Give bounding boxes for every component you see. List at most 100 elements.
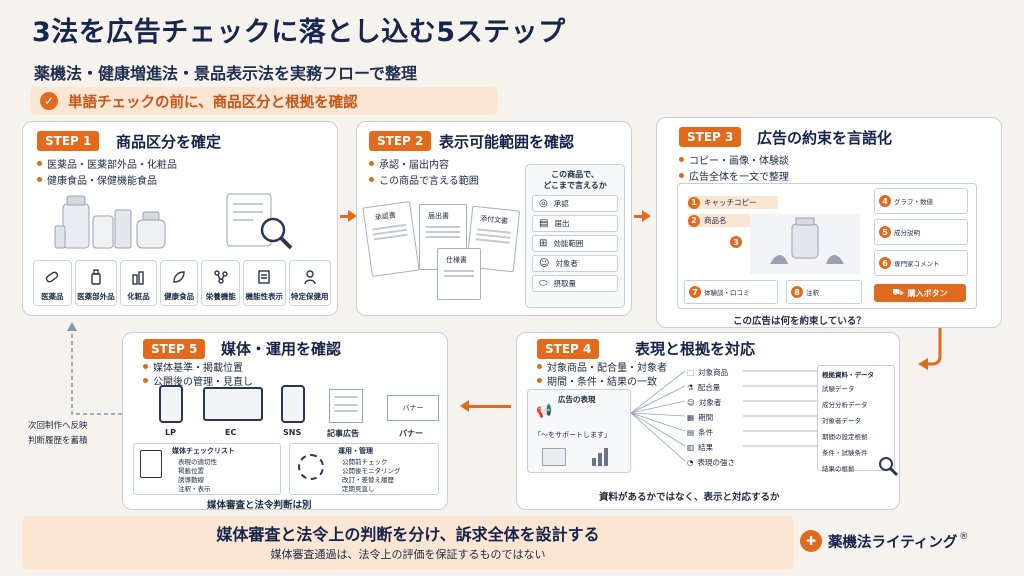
step-title: 表現と根拠を対応 — [635, 340, 756, 358]
media-label: バナー — [399, 429, 423, 438]
footer-sub: 媒体審査通過は、法令上の評価を保証するものではない — [270, 548, 546, 561]
side-note: 判断履歴を蓄積 — [28, 436, 88, 446]
step-badge: STEP 5 — [143, 339, 206, 359]
flow-arrow — [340, 210, 357, 222]
step-caption: 媒体審査と法令判断は別 — [207, 500, 312, 510]
bullet: 承認・届出内容 — [369, 156, 449, 171]
category-foshu: 特定保健用 — [288, 260, 332, 306]
scope-box: この商品で、 どこまで言えるか ◎承認 ▤届出 ⊞効能範囲 ☺対象者 ⬭摂取量 — [525, 164, 625, 308]
step-badge: STEP 3 — [679, 127, 742, 147]
leaf-icon — [173, 271, 185, 283]
clipboard-icon — [140, 450, 162, 478]
category-functional: 機能性表示 — [243, 260, 286, 306]
megaphone-icon: 📢 — [536, 404, 553, 419]
media-sns — [281, 385, 305, 423]
capsule-icon — [46, 271, 59, 283]
step-title: 媒体・運用を確認 — [221, 340, 342, 358]
cart-icon: ⛟ — [892, 287, 904, 298]
step-title: 広告の約束を言語化 — [757, 129, 893, 147]
buy-button[interactable]: ⛟購入ボタン — [874, 284, 966, 302]
media-label: SNS — [283, 428, 302, 437]
checklist-box: 媒体チェックリスト 表現の適切性 掲載位置 誘導動線 注釈・表示 — [133, 443, 281, 495]
media-ec — [203, 387, 263, 421]
products-illustration — [54, 195, 166, 249]
step3-card: STEP 3 広告の約束を言語化 コピー・画像・体験談 広告全体を一文で整理 1… — [656, 117, 1002, 328]
step2-card: STEP 2 表示可能範囲を確認 承認・届出内容 この商品で言える範囲 承認書 … — [356, 121, 632, 316]
doc-icon — [258, 270, 270, 284]
footer-banner — [22, 516, 794, 570]
category-cosmetics: 化粧品 — [120, 260, 157, 306]
person-icon: ☺ — [539, 258, 550, 269]
brand-logo: ✚ 薬機法ライティング ® — [800, 530, 968, 552]
page-title: 3法を広告チェックに落とし込む5ステップ — [32, 17, 566, 48]
cycle-icon — [298, 454, 324, 480]
footer-main: 媒体審査と法令上の判断を分け、訴求全体を設計する — [216, 525, 600, 544]
step1-card: STEP 1 商品区分を確定 医薬品・医薬部外品・化粧品 健康食品・保健機能食品… — [22, 121, 338, 316]
media-label: 記事広告 — [327, 429, 359, 438]
step-badge: STEP 2 — [369, 131, 432, 151]
media-banner: バナー — [387, 395, 439, 421]
category-pharma: 医薬品 — [33, 260, 72, 306]
document: 仕様書 — [437, 248, 481, 300]
category-health-food: 健康食品 — [159, 260, 199, 306]
flow-arrow-left — [460, 400, 511, 412]
flow-arrow — [634, 210, 651, 222]
doc-icon: ▤ — [539, 218, 549, 229]
step5-card: STEP 5 媒体・運用を確認 媒体基準・掲載位置 公開後の管理・見直し LP … — [122, 332, 448, 510]
ops-box: 運用・管理 公開前チェック 公開後モニタリング 改訂・差替え履歴 定期見直し — [289, 443, 439, 495]
step-title: 表示可能範囲を確認 — [439, 133, 575, 151]
scope-item: ▤届出 — [532, 215, 618, 232]
step-caption: この広告は何を約束している？ — [733, 316, 866, 327]
step-title: 商品区分を確定 — [116, 133, 222, 151]
evidence-box: 根拠資料・データ 試験データ 成分分析データ 対象者データ 期間の設定根拠 条件… — [817, 365, 895, 473]
page-subtitle: 薬機法・健康増進法・景品表示法を実務フローで整理 — [34, 64, 418, 83]
scope-item: ⊞効能範囲 — [532, 235, 618, 252]
bullet: 健康食品・保健機能食品 — [37, 172, 157, 187]
plus-icon: ⊞ — [539, 238, 548, 249]
bullet: コピー・画像・体験談 — [679, 152, 789, 167]
bullet: 媒体基準・掲載位置 — [143, 359, 243, 374]
media-label: LP — [165, 428, 176, 437]
scope-item: ☺対象者 — [532, 255, 618, 272]
attribute-list: ⬚対象商品 ⚗配合量 ☺対象者 ▦期間 ▤条件 ▥結果 ◔表現の強さ — [687, 367, 736, 467]
media-label: EC — [225, 428, 237, 437]
bullet: 対象商品・配合量・対象者 — [537, 359, 667, 374]
step-badge: STEP 1 — [37, 131, 100, 151]
category-icon-row: 医薬品 医薬部外品 化粧品 健康食品 栄養機能 機能性表示 特定保健用 — [33, 260, 332, 306]
category-quasi-drug: 医薬部外品 — [74, 260, 118, 306]
step4-card: STEP 4 表現と根拠を対応 対象商品・配合量・対象者 期間・条件・結果の一致… — [516, 332, 900, 510]
bullet: 医薬品・医薬部外品・化粧品 — [37, 156, 177, 171]
cosmetic-icon — [132, 271, 145, 285]
connector-lines — [631, 370, 817, 462]
document-search-icon — [226, 193, 293, 250]
logo-mark-icon: ✚ — [800, 530, 822, 552]
check-icon: ✓ — [40, 92, 58, 110]
step-caption: 資料があるかではなく、表示と対応するか — [599, 492, 780, 503]
side-note: 次回制作へ反映 — [28, 421, 88, 431]
product-image — [750, 214, 860, 274]
scope-item: ◎承認 — [532, 195, 618, 212]
bar-chart-icon — [592, 448, 608, 466]
scope-item: ⬭摂取量 — [532, 275, 618, 292]
check-circle-icon: ◎ — [539, 198, 548, 209]
document: 承認書 — [362, 201, 420, 277]
feedback-loop-arrow — [67, 322, 122, 415]
bottle-icon — [91, 269, 101, 285]
bullet: 広告全体を一文で整理 — [679, 168, 789, 183]
image-icon — [542, 448, 566, 466]
capsule-icon: ⬭ — [539, 278, 548, 289]
molecule-icon — [214, 270, 228, 284]
step-badge: STEP 4 — [537, 339, 600, 359]
flow-arrow-down — [918, 328, 942, 370]
media-lp — [159, 385, 183, 423]
bullet: この商品で言える範囲 — [369, 172, 479, 187]
banner-text: 単語チェックの前に、商品区分と根拠を確認 — [68, 94, 358, 111]
magnifier-icon — [879, 457, 899, 477]
bullet: 公開後の管理・見直し — [143, 373, 253, 388]
category-nutrient: 栄養機能 — [201, 260, 241, 306]
key-point-banner: ✓ 単語チェックの前に、商品区分と根拠を確認 — [30, 87, 498, 115]
person-icon — [304, 270, 316, 285]
media-article — [329, 389, 363, 423]
ad-expression-box: 広告の表現 📢 「〜をサポートします」 — [527, 389, 631, 473]
